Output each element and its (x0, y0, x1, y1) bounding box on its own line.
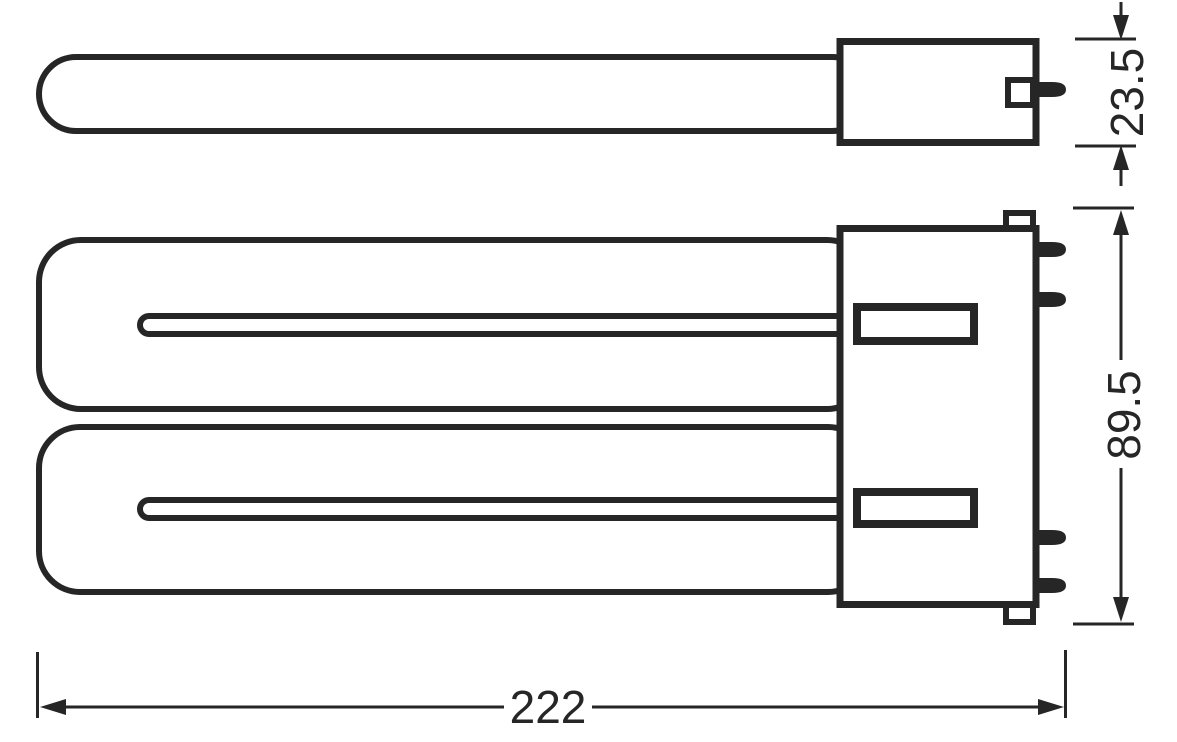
dim-23-5-upper-arrowhead (1113, 15, 1129, 40)
side-view-pin (1037, 82, 1066, 97)
dim-23-5-lower-arrowhead (1113, 145, 1129, 170)
dim-222-left-arrowhead (40, 699, 66, 715)
dim-label-front-height: 89.5 (1098, 370, 1150, 460)
dim-label-side-height: 23.5 (1101, 48, 1153, 138)
front-base-bottom-notch (1003, 608, 1036, 625)
front-view (36, 210, 1066, 625)
front-pin-3 (1037, 530, 1066, 545)
front-tube-lower-slot (137, 497, 869, 521)
dimension-overall-length: 222 (36, 650, 1067, 733)
side-view (36, 38, 1066, 146)
front-pin-2 (1037, 292, 1066, 307)
dimension-side-height: 23.5 (1075, 2, 1153, 186)
front-tube-upper-slot (137, 313, 869, 337)
dim-label-overall-length: 222 (510, 681, 587, 733)
dimension-front-height: 89.5 (1073, 206, 1150, 626)
front-base-window-lower (853, 488, 978, 528)
dim-89-5-upper-arrowhead (1113, 210, 1129, 235)
side-view-base-outline (836, 38, 1040, 146)
side-view-tube-outline (36, 54, 872, 134)
dim-222-right-arrowhead (1038, 699, 1064, 715)
dim-89-5-lower-arrowhead (1113, 597, 1129, 622)
front-pin-1 (1037, 242, 1066, 257)
front-pin-4 (1037, 578, 1066, 593)
front-base-window-upper (853, 303, 978, 345)
front-tube-upper-outline (36, 237, 872, 412)
side-view-base-notch (1005, 77, 1036, 108)
front-base-outline (836, 225, 1040, 608)
front-tube-lower-outline (36, 424, 872, 595)
front-base-top-notch (1003, 210, 1036, 225)
